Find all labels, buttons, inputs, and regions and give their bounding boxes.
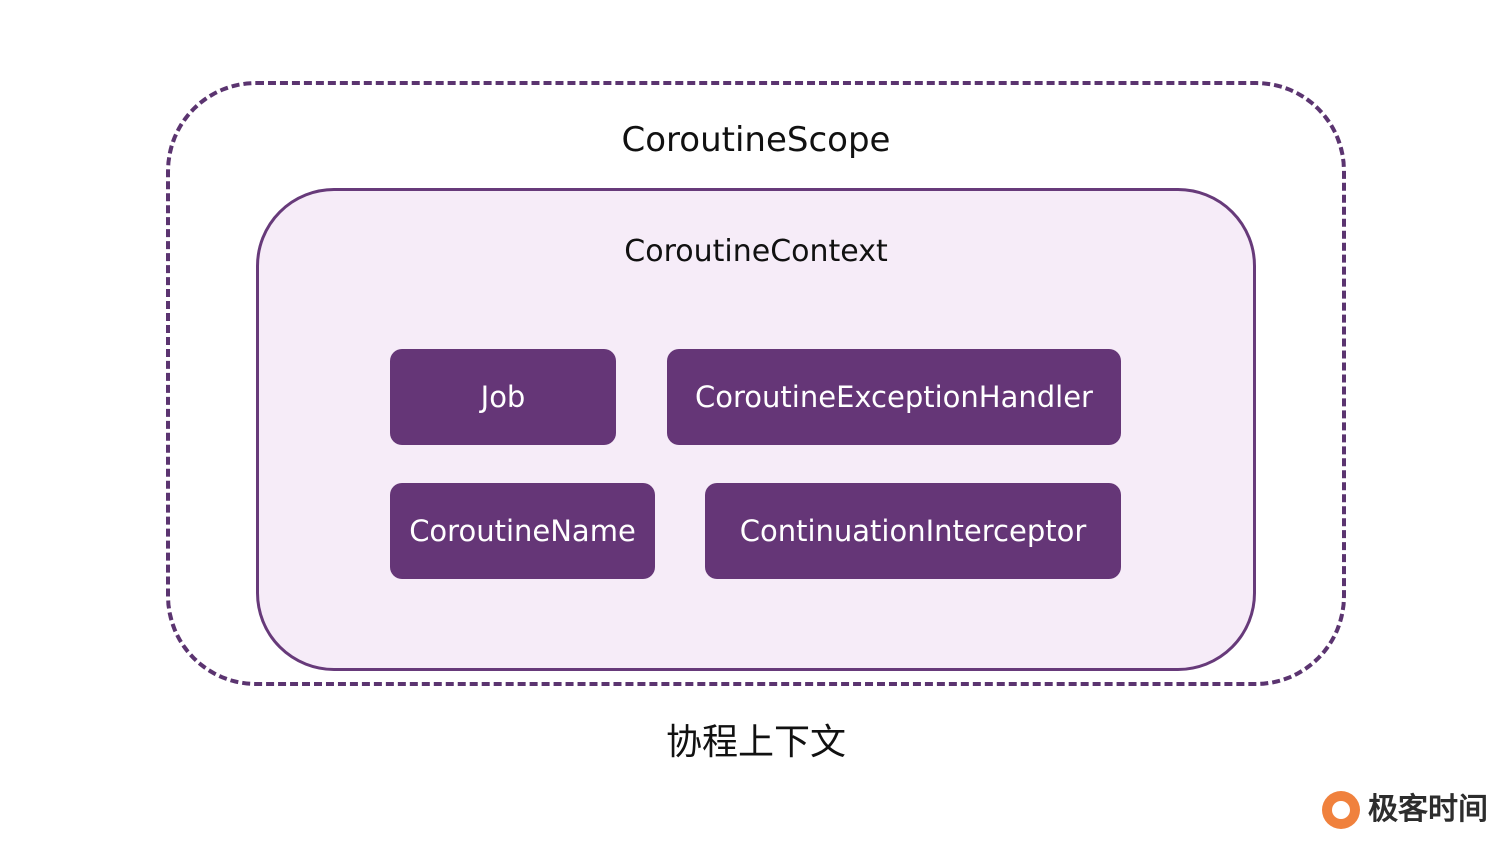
job-element: Job bbox=[390, 349, 616, 445]
diagram-caption: 协程上下文 bbox=[665, 722, 846, 763]
watermark-text: 极客时间 bbox=[1368, 792, 1488, 827]
geektime-logo-icon bbox=[1322, 791, 1360, 829]
coroutine-scope-boundary bbox=[166, 81, 1346, 686]
watermark: 极客时间 bbox=[1322, 791, 1488, 829]
coroutine-scope-label: CoroutineScope bbox=[621, 120, 891, 160]
coroutine-exception-handler-element: CoroutineExceptionHandler bbox=[667, 349, 1121, 445]
continuation-interceptor-element: ContinuationInterceptor bbox=[705, 483, 1121, 579]
coroutine-context-label: CoroutineContext bbox=[624, 234, 888, 269]
coroutine-name-element: CoroutineName bbox=[390, 483, 655, 579]
